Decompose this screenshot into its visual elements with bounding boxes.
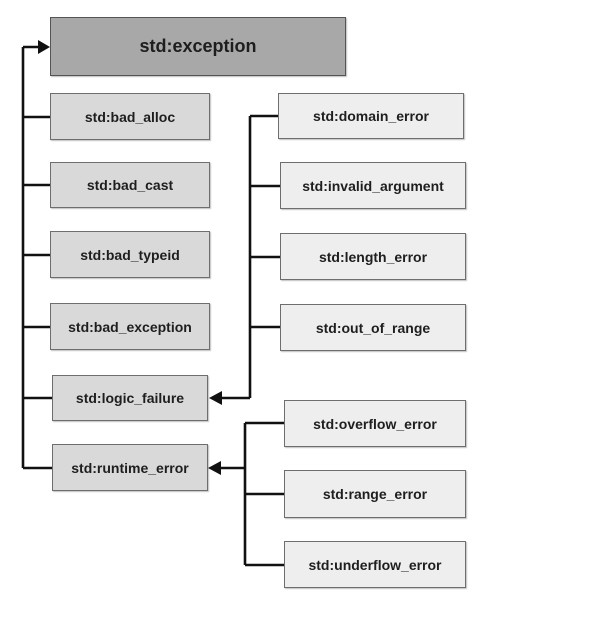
node-std-range-error: std:range_error	[284, 470, 466, 518]
runtime-arrowhead	[208, 461, 221, 475]
logic-arrowhead	[209, 391, 222, 405]
node-std-domain-error: std:domain_error	[278, 93, 464, 139]
node-std-underflow-error: std:underflow_error	[284, 541, 466, 588]
root-arrowhead	[38, 40, 50, 54]
node-std-exception: std:exception	[50, 17, 346, 76]
node-std-bad-alloc: std:bad_alloc	[50, 93, 210, 140]
node-std-invalid-argument: std:invalid_argument	[280, 162, 466, 209]
node-std-runtime-error: std:runtime_error	[52, 444, 208, 491]
node-std-length-error: std:length_error	[280, 233, 466, 280]
node-std-out-of-range: std:out_of_range	[280, 304, 466, 351]
node-std-bad-cast: std:bad_cast	[50, 162, 210, 208]
node-std-logic-failure: std:logic_failure	[52, 375, 208, 421]
node-std-bad-exception: std:bad_exception	[50, 303, 210, 350]
node-std-bad-typeid: std:bad_typeid	[50, 231, 210, 278]
node-std-overflow-error: std:overflow_error	[284, 400, 466, 447]
